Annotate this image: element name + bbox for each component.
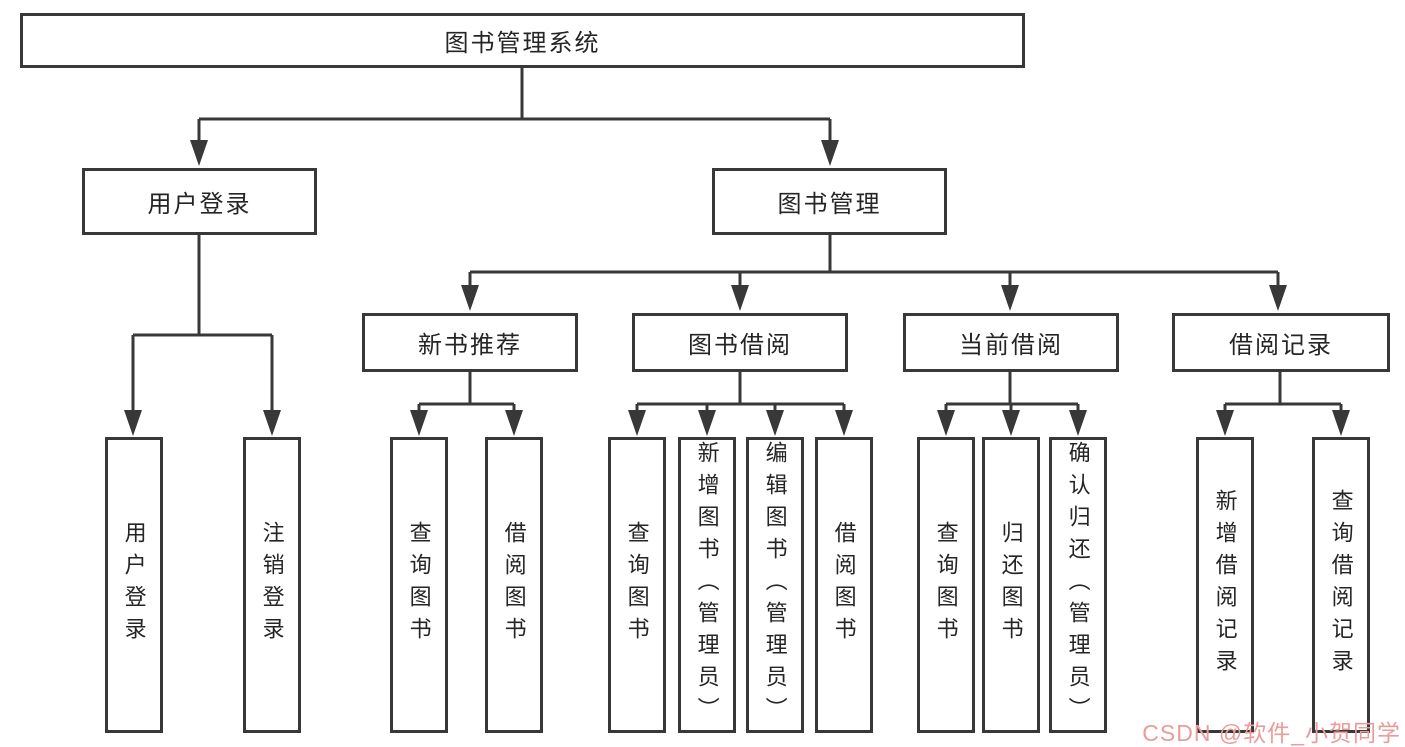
leaf-borrow-books: 借阅图书 [815, 437, 873, 733]
node-label: 图书借阅 [688, 332, 792, 359]
leaf-label: 查询图书 [406, 521, 432, 649]
leaf-label: 用户登录 [121, 521, 147, 649]
node-label: 图书管理 [777, 191, 882, 218]
leaf-label: 归还图书 [998, 521, 1024, 649]
leaf-confirm-return-admin: 确认归还（管理员） [1049, 437, 1107, 733]
node-label: 新书推荐 [418, 332, 522, 359]
node-label: 当前借阅 [959, 332, 1063, 359]
arrowhead-icons [124, 140, 1350, 436]
leaf-logout: 注销登录 [243, 437, 301, 733]
leaf-label: 编辑图书（管理员） [762, 441, 788, 729]
watermark: CSDN @软件_小贺同学 [1142, 720, 1401, 746]
leaf-label: 新增图书（管理员） [694, 441, 720, 729]
leaf-edit-books-admin: 编辑图书（管理员） [746, 437, 804, 733]
leaf-label: 注销登录 [259, 521, 285, 649]
leaf-query-books-borrowing: 查询图书 [608, 437, 666, 733]
leaf-add-borrow-record: 新增借阅记录 [1196, 437, 1254, 733]
leaf-query-borrow-record: 查询借阅记录 [1312, 437, 1370, 733]
leaf-label: 确认归还（管理员） [1065, 441, 1091, 729]
leaf-query-books-current: 查询图书 [917, 437, 975, 733]
leaf-return-books: 归还图书 [982, 437, 1040, 733]
leaf-label: 查询借阅记录 [1328, 489, 1354, 681]
leaf-borrow-books-recommend: 借阅图书 [485, 437, 543, 733]
node-book-borrowing: 图书借阅 [632, 313, 848, 372]
leaf-label: 查询图书 [624, 521, 650, 649]
leaf-query-books-recommend: 查询图书 [390, 437, 448, 733]
node-user-login: 用户登录 [82, 168, 317, 235]
node-current-borrowing: 当前借阅 [903, 313, 1119, 372]
node-book-management: 图书管理 [712, 168, 947, 235]
node-label: 图书管理系统 [444, 30, 601, 57]
leaf-label: 新增借阅记录 [1212, 489, 1238, 681]
leaf-label: 借阅图书 [501, 521, 527, 649]
node-label: 借阅记录 [1229, 332, 1333, 359]
leaf-add-books-admin: 新增图书（管理员） [678, 437, 736, 733]
leaf-label: 借阅图书 [831, 521, 857, 649]
node-library-management-system: 图书管理系统 [20, 13, 1025, 68]
node-borrowing-records: 借阅记录 [1172, 313, 1390, 372]
leaf-user-login: 用户登录 [105, 437, 163, 733]
node-new-book-recommendation: 新书推荐 [362, 313, 578, 372]
node-label: 用户登录 [147, 191, 252, 218]
leaf-label: 查询图书 [933, 521, 959, 649]
